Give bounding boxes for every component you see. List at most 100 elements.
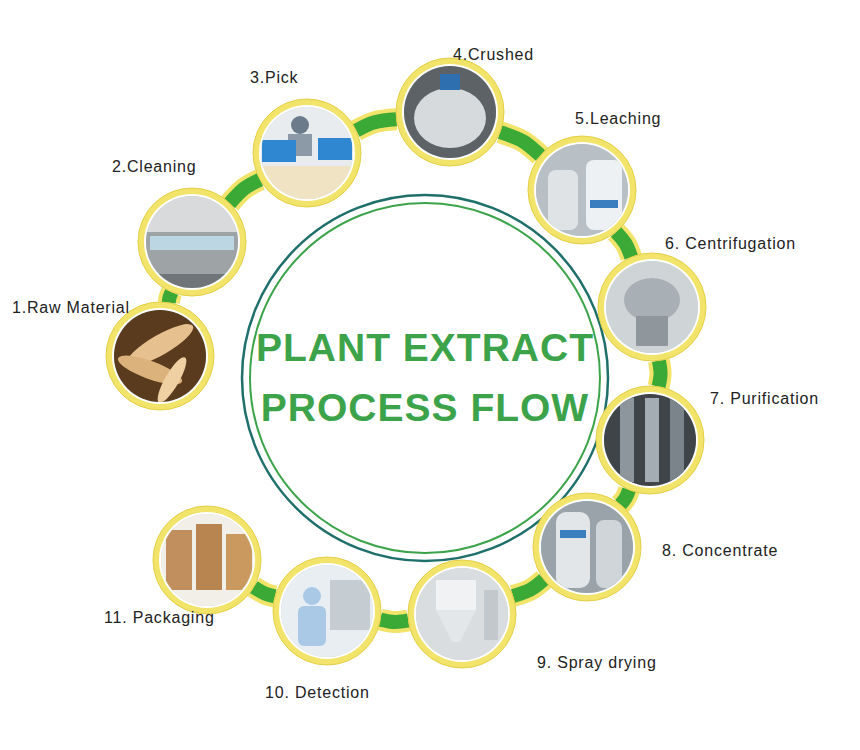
- step-label: 8. Concentrate: [662, 541, 778, 561]
- washer-machine: [146, 232, 238, 274]
- concentrate-photo: [537, 497, 637, 597]
- band-outline: [356, 119, 396, 130]
- photo-area: [261, 107, 353, 199]
- band-outline: [620, 490, 629, 505]
- white-ring: [604, 259, 700, 355]
- step-label: 9. Spray drying: [537, 653, 657, 673]
- step-ring: [153, 506, 261, 614]
- step-ring: [106, 302, 214, 410]
- fiber-drum: [196, 524, 222, 590]
- band-outline: [230, 180, 260, 204]
- technician-head: [303, 587, 321, 605]
- centrifugation-photo: [602, 257, 702, 357]
- yellow-ring: [598, 253, 706, 361]
- step-label: 2.Cleaning: [112, 157, 197, 177]
- tank-label: [590, 200, 618, 208]
- yellow-ring: [396, 58, 504, 166]
- photo-area: [541, 501, 633, 593]
- photo-background: [277, 561, 377, 661]
- process-step-circle: 4.Crushed: [396, 58, 504, 166]
- band-outline: [380, 620, 408, 622]
- cleaning-photo: [142, 192, 242, 294]
- white-ring: [159, 512, 255, 608]
- yellow-ring: [106, 302, 214, 410]
- lab-instrument: [330, 580, 370, 630]
- photo-area: [161, 514, 253, 606]
- photo-background: [537, 497, 637, 597]
- flow-band: [254, 587, 275, 596]
- technician-body: [298, 606, 326, 646]
- photo-area: [536, 144, 628, 236]
- band-group: [169, 119, 661, 622]
- process-step-circle: 3.Pick: [253, 99, 361, 207]
- blue-crate: [262, 140, 296, 162]
- photo-area: [146, 196, 238, 288]
- step-label: 4.Crushed: [453, 45, 534, 65]
- pick-photo: [257, 103, 358, 206]
- flow-band: [500, 132, 540, 155]
- outer-ring: [242, 195, 608, 561]
- root-shape: [115, 350, 185, 390]
- flow-band: [380, 620, 408, 622]
- band-outline: [254, 587, 275, 596]
- white-ring: [279, 563, 375, 659]
- step-ring: [408, 560, 516, 668]
- white-ring: [539, 499, 635, 595]
- flow-band: [616, 232, 631, 257]
- inner-ring: [250, 203, 600, 553]
- band-outline: [169, 292, 172, 303]
- yellow-ring: [533, 493, 641, 601]
- flow-band: [230, 180, 260, 204]
- photo-area: [281, 565, 373, 657]
- photo-area: [404, 66, 496, 158]
- white-ring: [414, 566, 510, 662]
- purification-photo: [600, 390, 700, 490]
- step-label: 1.Raw Material: [12, 298, 130, 318]
- root-shape: [153, 354, 191, 406]
- step-ring: [598, 253, 706, 361]
- yellow-ring: [528, 136, 636, 244]
- flow-band: [513, 579, 544, 595]
- yellow-ring: [596, 386, 704, 494]
- fiber-drum: [166, 530, 192, 590]
- step-ring: [533, 493, 641, 601]
- band-outline: [659, 361, 661, 387]
- photo-area: [604, 394, 696, 486]
- cyclone: [484, 590, 498, 640]
- yellow-ring: [153, 506, 261, 614]
- step-ring: [396, 58, 504, 166]
- diagram-title: PLANT EXTRACT PROCESS FLOW: [255, 318, 595, 438]
- photo-background: [532, 140, 632, 240]
- process-step-circle: 9. Spray drying: [408, 560, 516, 668]
- column: [645, 398, 659, 482]
- step-label: 5.Leaching: [575, 109, 661, 129]
- machine-base: [150, 274, 234, 294]
- yellow-ring: [138, 188, 246, 296]
- crushed-photo: [400, 62, 500, 162]
- detection-photo: [277, 561, 377, 661]
- photo-background: [412, 564, 512, 664]
- crusher-tank: [414, 88, 486, 148]
- packaging-photo: [157, 510, 257, 610]
- process-step-circle: 7. Purification: [596, 386, 704, 494]
- step-label: 10. Detection: [265, 683, 370, 703]
- raw-material-photo: [110, 306, 210, 406]
- band-outline-group: [169, 119, 661, 622]
- photo-background: [257, 103, 357, 203]
- step-ring: [596, 386, 704, 494]
- centrifuge-bowl: [624, 278, 680, 322]
- white-ring: [144, 194, 240, 290]
- step-ring: [138, 188, 246, 296]
- water-tank: [150, 236, 234, 250]
- process-step-circle: 5.Leaching: [528, 136, 636, 244]
- yellow-ring: [273, 557, 381, 665]
- leaching-photo: [532, 140, 632, 240]
- band-outline: [500, 132, 540, 155]
- white-ring: [402, 64, 498, 160]
- photo-background: [400, 62, 500, 162]
- process-step-circle: 1.Raw Material: [106, 302, 214, 410]
